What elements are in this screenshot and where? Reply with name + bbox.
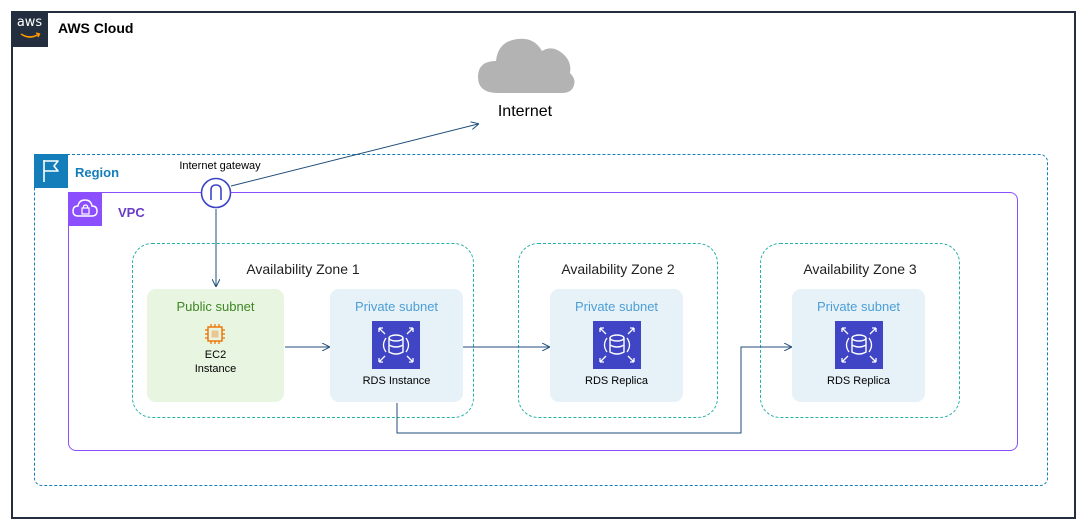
internet-label: Internet (497, 103, 553, 120)
rds-instance-label: RDS Instance (362, 375, 431, 387)
internet-gateway-icon (200, 177, 232, 209)
rds-to-replica-az3-arrow (396, 347, 791, 434)
vpc-cloud-lock-icon (68, 192, 102, 226)
private-subnet-az2-label: Private subnet (574, 299, 659, 314)
rds-replica-az3-label: RDS Replica (827, 375, 890, 387)
igw-to-internet-arrow (230, 124, 478, 187)
aws-cloud-group (11, 11, 1076, 519)
public-subnet-label: Public subnet (176, 299, 255, 314)
region-group (34, 154, 1048, 486)
availability-zone-1 (132, 243, 474, 418)
availability-zone-3-label: Availability Zone 3 (803, 261, 917, 277)
region-flag-icon (34, 154, 68, 188)
public-subnet (147, 289, 284, 402)
vpc-group (68, 192, 1018, 451)
region-label: Region (75, 165, 120, 180)
rds-replica-az2-label: RDS Replica (585, 375, 648, 387)
aws-cloud-title: AWS Cloud (58, 20, 134, 36)
availability-zone-2-label: Availability Zone 2 (561, 261, 675, 277)
rds-database-icon (372, 321, 420, 369)
ec2-chip-icon (205, 324, 225, 344)
cloud-icon (478, 38, 575, 93)
availability-zone-1-label: Availability Zone 1 (246, 261, 360, 277)
private-subnet-az1-label: Private subnet (354, 299, 439, 314)
availability-zone-3 (760, 243, 960, 418)
ec2-label-line1: EC2 (204, 349, 227, 361)
aws-logo-text: aws (16, 15, 43, 30)
rds-database-icon (593, 321, 641, 369)
vpc-label: VPC (118, 205, 145, 220)
availability-zone-2 (518, 243, 718, 418)
rds-database-icon (835, 321, 883, 369)
internet-gateway-label: Internet gateway (179, 160, 261, 172)
ec2-label-line2: Instance (194, 363, 237, 375)
private-subnet-az3-label: Private subnet (816, 299, 901, 314)
aws-logo-icon: aws (11, 11, 48, 47)
